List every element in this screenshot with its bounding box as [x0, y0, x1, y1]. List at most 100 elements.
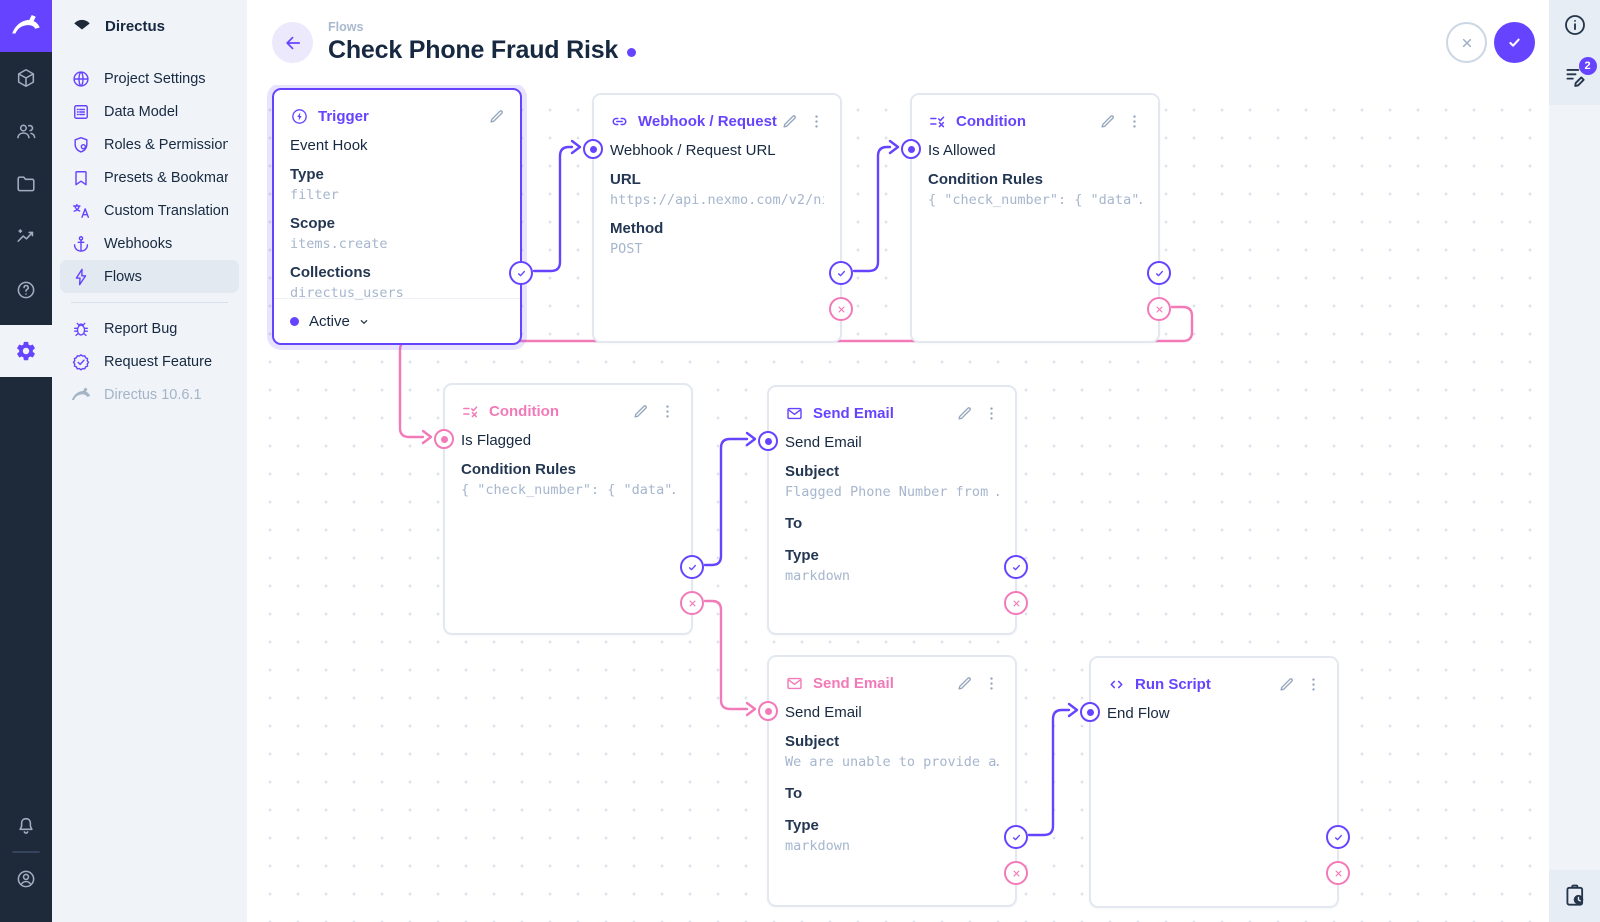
connector-input[interactable]: [434, 429, 454, 449]
notices-icon[interactable]: 2: [1562, 57, 1597, 90]
module-files-icon[interactable]: [0, 158, 52, 210]
connector-reject[interactable]: [1004, 861, 1028, 885]
field-label: Scope: [290, 215, 336, 232]
node-title: Send Email: [813, 674, 894, 692]
flow-node-send-email-flagged[interactable]: Send Email Send Email Subject Flagged Ph…: [758, 385, 1028, 635]
field-label: Type: [785, 817, 819, 834]
account-circle-icon[interactable]: [0, 853, 52, 905]
flow-node-trigger[interactable]: Trigger Event Hook Type filter Scope ite…: [272, 88, 533, 345]
more-menu-icon[interactable]: [1125, 112, 1144, 131]
check-icon: [1332, 831, 1345, 844]
translate-icon: [71, 201, 91, 221]
node-option-name: Event Hook: [290, 137, 368, 154]
module-settings-icon[interactable]: [0, 325, 52, 377]
connector-resolve[interactable]: [1326, 825, 1350, 849]
save-button[interactable]: [1494, 22, 1535, 63]
more-menu-icon[interactable]: [982, 404, 1001, 423]
sidebar-item-flows[interactable]: Flows: [60, 260, 239, 293]
node-title: Condition: [956, 112, 1026, 130]
field-value: directus_users: [290, 285, 404, 301]
field-value: filter: [290, 187, 339, 203]
module-insights-icon[interactable]: [0, 211, 52, 263]
more-menu-icon[interactable]: [807, 112, 826, 131]
flow-node-send-email-unable[interactable]: Send Email Send Email Subject We are una…: [758, 655, 1028, 907]
field-value: items.create: [290, 236, 388, 252]
module-help-icon[interactable]: [0, 264, 52, 316]
sidebar-item-data-model[interactable]: Data Model: [60, 95, 239, 128]
back-button[interactable]: [272, 22, 313, 63]
connector-reject[interactable]: [680, 591, 704, 615]
check-icon: [835, 267, 848, 280]
connector-input[interactable]: [901, 139, 921, 159]
field-label: URL: [610, 171, 641, 188]
arrow-left-icon: [283, 33, 303, 53]
info-icon[interactable]: [1562, 12, 1588, 38]
logs-clipboard-icon[interactable]: [1562, 883, 1588, 909]
field-value: We are unable to provide a…: [785, 754, 999, 770]
project-logo-icon: [71, 15, 93, 37]
connector-resolve[interactable]: [1004, 825, 1028, 849]
connector-reject[interactable]: [1326, 861, 1350, 885]
x-icon: [1010, 597, 1023, 610]
breadcrumb[interactable]: Flows: [328, 20, 364, 34]
sidebar-item-report-bug[interactable]: Report Bug: [60, 312, 239, 345]
connector-input[interactable]: [1080, 702, 1100, 722]
sidebar-item-custom-translations[interactable]: Custom Translations: [60, 194, 239, 227]
anchor-icon: [71, 234, 91, 254]
connector-resolve[interactable]: [1004, 555, 1028, 579]
field-label: Collections: [290, 264, 371, 281]
sidebar-item-roles-permissions[interactable]: Roles & Permissions: [60, 128, 239, 161]
discard-button[interactable]: [1446, 22, 1487, 63]
page-header: Flows Check Phone Fraud Risk: [247, 0, 1549, 85]
check-icon: [686, 561, 699, 574]
code-icon: [1107, 675, 1126, 694]
bug-icon: [71, 319, 91, 339]
flow-node-condition-allowed[interactable]: Condition Is Allowed Condition Rules { "…: [901, 93, 1171, 343]
flow-node-run-script[interactable]: Run Script End Flow: [1080, 656, 1350, 908]
more-menu-icon[interactable]: [658, 402, 677, 421]
module-content-icon[interactable]: [0, 52, 52, 104]
node-option-name: Send Email: [785, 434, 862, 451]
field-label: To: [785, 785, 803, 802]
notifications-bell-icon[interactable]: [0, 800, 52, 852]
bookmark-icon: [71, 168, 91, 188]
edit-pencil-icon[interactable]: [955, 404, 974, 423]
sidebar-item-project-settings[interactable]: Project Settings: [60, 62, 239, 95]
module-users-icon[interactable]: [0, 105, 52, 157]
field-value: markdown: [785, 838, 851, 854]
more-menu-icon[interactable]: [1304, 675, 1323, 694]
connector-reject[interactable]: [1004, 591, 1028, 615]
connector-input[interactable]: [758, 701, 778, 721]
connector-reject[interactable]: [1147, 297, 1171, 321]
flow-node-condition-flagged[interactable]: Condition Is Flagged Condition Rules { "…: [434, 383, 704, 635]
node-option-name: Webhook / Request URL: [610, 142, 776, 159]
directus-logo[interactable]: [0, 0, 52, 52]
node-title: Run Script: [1135, 675, 1211, 693]
sidebar-item-presets-bookmarks[interactable]: Presets & Bookmar...: [60, 161, 239, 194]
status-dot: [290, 316, 299, 326]
connector-resolve[interactable]: [509, 261, 533, 285]
connector-reject[interactable]: [829, 297, 853, 321]
edit-pencil-icon[interactable]: [631, 402, 650, 421]
connector-input[interactable]: [583, 139, 603, 159]
node-title: Condition: [489, 402, 559, 420]
x-icon: [1153, 303, 1166, 316]
edit-pencil-icon[interactable]: [780, 112, 799, 131]
connector-resolve[interactable]: [829, 261, 853, 285]
more-menu-icon[interactable]: [982, 674, 1001, 693]
edit-pencil-icon[interactable]: [1277, 675, 1296, 694]
connector-resolve[interactable]: [680, 555, 704, 579]
rule-icon: [928, 112, 947, 131]
connector-resolve[interactable]: [1147, 261, 1171, 285]
node-option-name: Send Email: [785, 704, 862, 721]
project-chooser[interactable]: Directus: [52, 0, 247, 52]
edit-pencil-icon[interactable]: [1098, 112, 1117, 131]
flow-node-webhook[interactable]: Webhook / Request URL Webhook / Request …: [583, 93, 853, 343]
edit-pencil-icon[interactable]: [487, 107, 506, 126]
sidebar-item-webhooks[interactable]: Webhooks: [60, 227, 239, 260]
sidebar-item-request-feature[interactable]: Request Feature: [60, 345, 239, 378]
sidebar-item-version: Directus 10.6.1: [60, 378, 239, 411]
connector-input[interactable]: [758, 431, 778, 451]
flow-status-dropdown[interactable]: Active: [274, 298, 520, 343]
edit-pencil-icon[interactable]: [955, 674, 974, 693]
